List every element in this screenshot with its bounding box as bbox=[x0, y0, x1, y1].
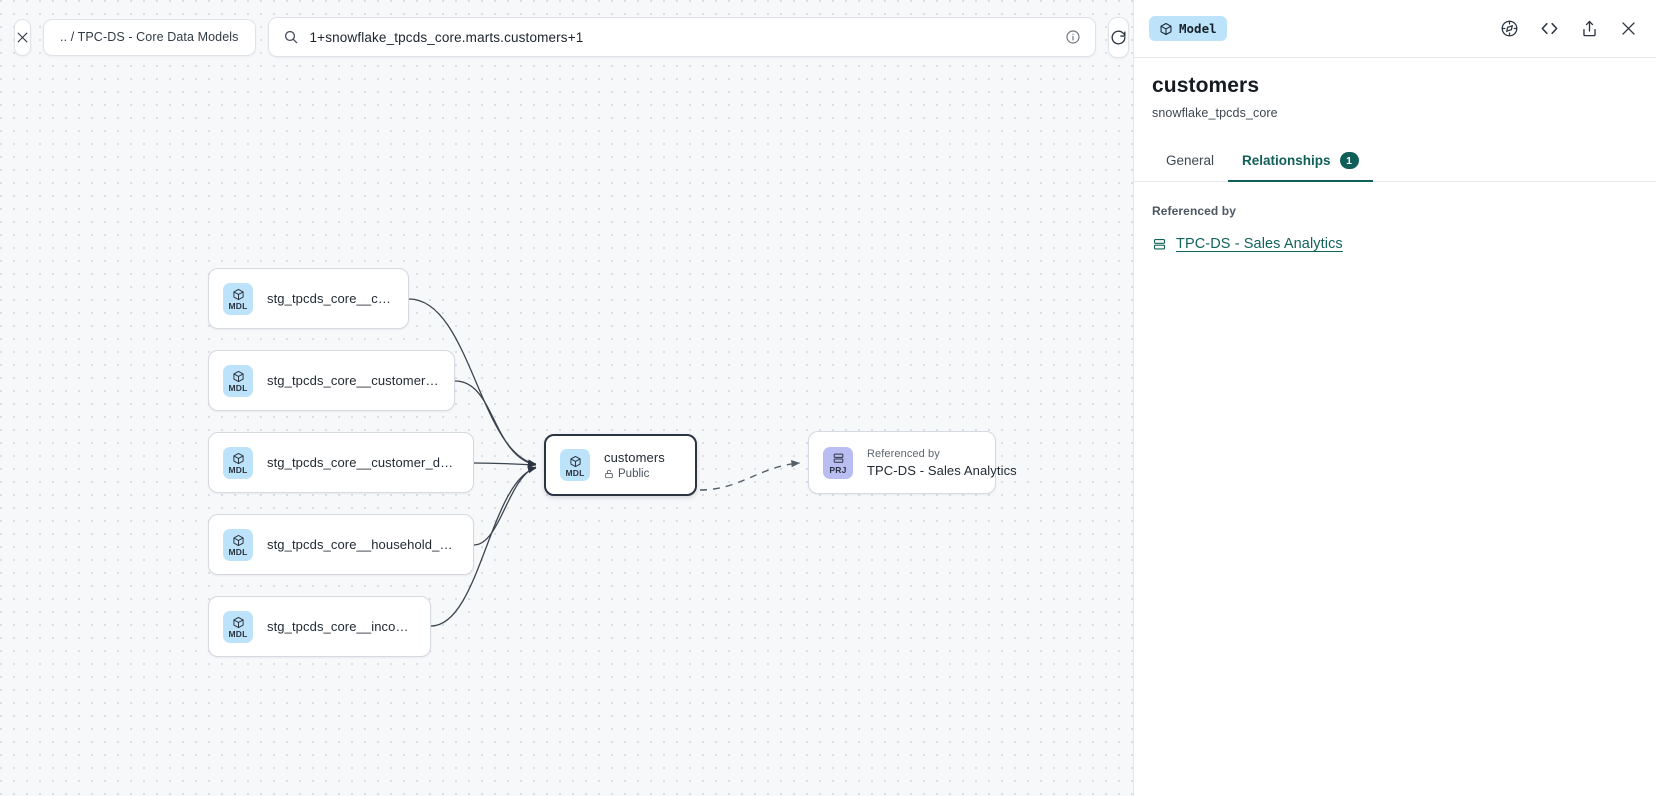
section-label: Referenced by bbox=[1152, 204, 1236, 218]
model-badge-icon: MDL bbox=[223, 364, 253, 397]
badge-label: MDL bbox=[565, 467, 585, 478]
refresh-button[interactable] bbox=[1107, 16, 1129, 58]
node-title: stg_tpcds_core__customer bbox=[267, 291, 394, 306]
node-title: stg_tpcds_core__income_band bbox=[267, 619, 416, 634]
project-icon bbox=[1153, 238, 1166, 249]
badge-label: PRJ bbox=[829, 465, 847, 475]
graph-node[interactable]: MDL stg_tpcds_core__customer_address bbox=[208, 350, 455, 411]
tab-count-badge: 1 bbox=[1339, 152, 1359, 169]
panel-header: Model bbox=[1134, 0, 1656, 58]
node-body: stg_tpcds_core__income_band bbox=[267, 619, 416, 634]
close-button[interactable] bbox=[14, 18, 31, 56]
badge-label: MDL bbox=[228, 547, 248, 557]
graph-node[interactable]: MDL stg_tpcds_core__customer bbox=[208, 268, 409, 329]
page-title: customers bbox=[1152, 74, 1260, 97]
project-badge-icon: PRJ bbox=[823, 446, 853, 479]
lineage-icon[interactable] bbox=[1500, 19, 1519, 38]
tab-relationships[interactable]: Relationships 1 bbox=[1228, 143, 1373, 182]
badge-label: MDL bbox=[228, 629, 248, 639]
model-badge-icon: MDL bbox=[223, 528, 253, 561]
node-title: customers bbox=[604, 450, 665, 465]
node-body: Referenced by TPC-DS - Sales Analytics bbox=[867, 447, 1017, 478]
model-badge-icon: MDL bbox=[560, 449, 590, 481]
graph-node[interactable]: MDL stg_tpcds_core__customer_demogra… bbox=[208, 432, 474, 493]
graph-node-selected[interactable]: MDL customers Public bbox=[544, 434, 697, 496]
node-title: stg_tpcds_core__customer_address bbox=[267, 373, 440, 388]
graph-node[interactable]: MDL stg_tpcds_core__household_demogr… bbox=[208, 514, 474, 575]
badge-label: MDL bbox=[228, 465, 248, 475]
tab-label: General bbox=[1166, 153, 1215, 168]
panel-subtitle: snowflake_tpcds_core bbox=[1152, 106, 1278, 120]
node-body: stg_tpcds_core__customer_demogra… bbox=[267, 455, 459, 470]
search-icon bbox=[284, 30, 297, 44]
panel-title-block: customers snowflake_tpcds_core bbox=[1134, 58, 1656, 120]
details-panel: Model bbox=[1133, 0, 1656, 796]
node-body: stg_tpcds_core__household_demogr… bbox=[267, 537, 459, 552]
info-circle-icon bbox=[1065, 30, 1080, 44]
lock-icon bbox=[605, 469, 613, 479]
code-icon[interactable] bbox=[1539, 18, 1560, 39]
node-kicker: Referenced by bbox=[867, 447, 940, 460]
graph-node-project[interactable]: PRJ Referenced by TPC-DS - Sales Analyti… bbox=[808, 431, 1017, 494]
tab-label: Relationships bbox=[1242, 153, 1331, 168]
breadcrumb[interactable]: .. / TPC-DS - Core Data Models bbox=[43, 18, 256, 56]
node-body: customers Public bbox=[604, 450, 665, 480]
node-title: TPC-DS - Sales Analytics bbox=[867, 462, 1017, 478]
panel-actions bbox=[1500, 18, 1638, 39]
node-title: stg_tpcds_core__customer_demogra… bbox=[267, 455, 459, 470]
close-panel-icon[interactable] bbox=[1619, 19, 1638, 38]
graph-nodes: MDL stg_tpcds_core__customer MDL stg_tpc… bbox=[208, 268, 1017, 657]
model-badge-icon: MDL bbox=[223, 446, 253, 479]
model-badge-icon: MDL bbox=[223, 610, 253, 643]
node-title: stg_tpcds_core__household_demogr… bbox=[267, 537, 459, 552]
badge-label: MDL bbox=[228, 301, 248, 311]
lineage-canvas[interactable]: MDL stg_tpcds_core__customer MDL stg_tpc… bbox=[0, 0, 1133, 796]
referenced-by-label: TPC-DS - Sales Analytics bbox=[1176, 236, 1343, 252]
refresh-icon bbox=[1111, 30, 1126, 45]
node-visibility: Public bbox=[604, 468, 665, 480]
visibility-label: Public bbox=[618, 468, 650, 480]
tab-general[interactable]: General bbox=[1152, 143, 1228, 182]
badge-label: MDL bbox=[228, 383, 248, 393]
canvas-toolbar: .. / TPC-DS - Core Data Models 1+snowfla… bbox=[0, 0, 1133, 74]
panel-tabs: General Relationships 1 bbox=[1134, 143, 1656, 182]
cube-icon bbox=[1160, 22, 1172, 35]
relationships-content: Referenced by TPC-DS - Sales Analytics bbox=[1134, 182, 1656, 252]
entity-type-label: Model bbox=[1179, 21, 1217, 36]
search-input[interactable]: 1+snowflake_tpcds_core.marts.customers+1 bbox=[267, 17, 1096, 57]
referenced-by-item[interactable]: TPC-DS - Sales Analytics bbox=[1152, 236, 1343, 252]
node-body: stg_tpcds_core__customer bbox=[267, 291, 394, 306]
graph-node[interactable]: MDL stg_tpcds_core__income_band bbox=[208, 596, 431, 657]
node-body: stg_tpcds_core__customer_address bbox=[267, 373, 440, 388]
breadcrumb-label: .. / TPC-DS - Core Data Models bbox=[60, 30, 239, 44]
share-icon[interactable] bbox=[1580, 19, 1599, 38]
entity-type-badge[interactable]: Model bbox=[1149, 16, 1227, 41]
edge-layer bbox=[408, 298, 801, 627]
model-badge-icon: MDL bbox=[223, 282, 253, 315]
close-icon bbox=[17, 32, 28, 42]
search-value: 1+snowflake_tpcds_core.marts.customers+1 bbox=[309, 29, 584, 45]
